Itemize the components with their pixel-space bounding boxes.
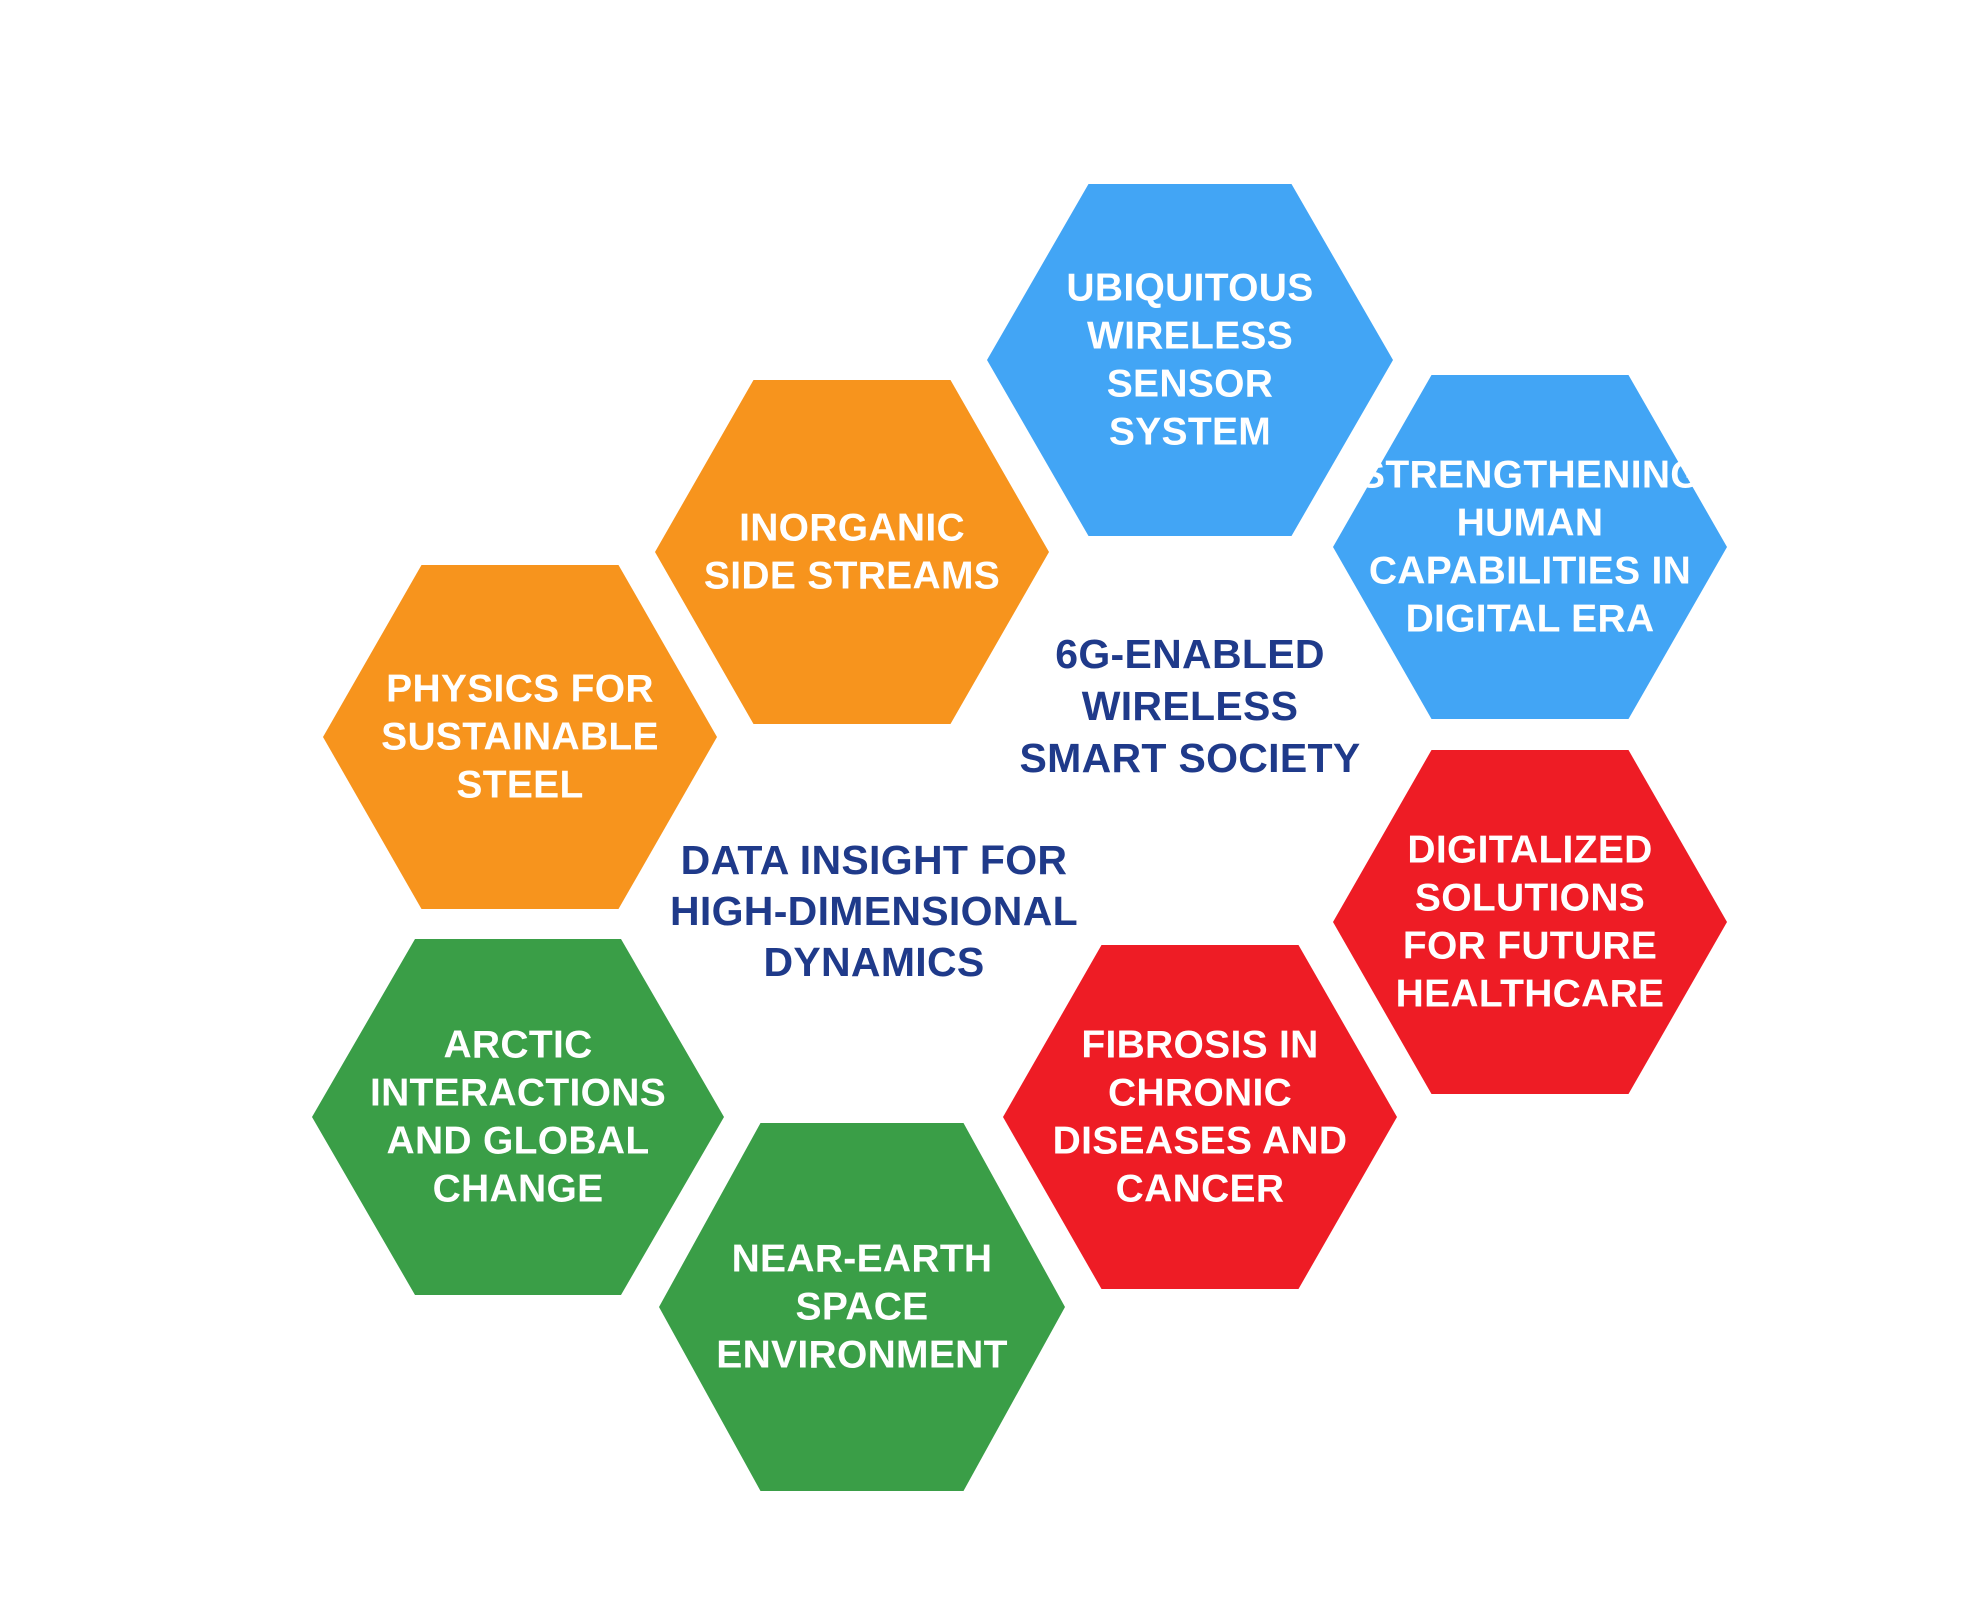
- hexagon-label-arctic-interactions-line-3: AND GLOBAL: [387, 1120, 650, 1163]
- center-label-6g-enabled-line-3: SMART SOCIETY: [1019, 735, 1360, 781]
- center-label-6g-enabled: 6G-ENABLED WIRELESS SMART SOCIETY: [1019, 631, 1360, 781]
- hexagon-label-digitalized-healthcare-line-3: FOR FUTURE: [1403, 925, 1657, 968]
- center-label-data-insight-line-3: DYNAMICS: [763, 939, 984, 985]
- hexagon-shape-arctic-interactions: [312, 939, 724, 1295]
- hexagon-label-inorganic-side-streams-line-1: INORGANIC: [739, 507, 965, 550]
- hexagon-shape-digitalized-healthcare: [1333, 750, 1727, 1094]
- hexagon-shape-inorganic-side-streams: [655, 380, 1049, 724]
- hexagon-label-ubiquitous-wireless-line-3: SENSOR: [1107, 363, 1274, 406]
- hexagon-shape-near-earth-space: [659, 1123, 1065, 1491]
- hexagon-label-digitalized-healthcare-line-1: DIGITALIZED: [1407, 829, 1652, 872]
- hexagon-label-strengthening-human-line-3: CAPABILITIES IN: [1369, 550, 1691, 593]
- hexagon-label-ubiquitous-wireless-line-2: WIRELESS: [1087, 315, 1293, 358]
- hexagon-label-strengthening-human-line-4: DIGITAL ERA: [1406, 598, 1655, 641]
- hexagon-label-strengthening-human-line-1: STRENGTHENING: [1359, 454, 1701, 497]
- hexagon-label-near-earth-space-line-1: NEAR-EARTH: [732, 1238, 993, 1281]
- hexagon-ubiquitous-wireless: UBIQUITOUS WIRELESS SENSOR SYSTEM: [987, 184, 1393, 536]
- hexagon-label-arctic-interactions-line-2: INTERACTIONS: [370, 1072, 666, 1115]
- hexagon-strengthening-human: STRENGTHENING HUMAN CAPABILITIES IN DIGITAL…: [1333, 375, 1727, 719]
- hexagon-arctic-interactions: ARCTIC INTERACTIONS AND GLOBAL CHANGE: [312, 939, 724, 1295]
- center-label-6g-enabled-line-2: WIRELESS: [1082, 683, 1299, 729]
- hexagon-digitalized-healthcare: DIGITALIZED SOLUTIONS FOR FUTURE HEALTHCARE: [1333, 750, 1727, 1094]
- hexagon-label-near-earth-space-line-3: ENVIRONMENT: [716, 1334, 1007, 1377]
- center-label-data-insight-line-2: HIGH-DIMENSIONAL: [670, 888, 1078, 934]
- hexagon-label-near-earth-space-line-2: SPACE: [796, 1286, 929, 1329]
- hexagon-label-physics-steel-line-3: STEEL: [456, 764, 583, 807]
- hexagon-label-fibrosis-cancer-line-1: FIBROSIS IN: [1081, 1024, 1318, 1067]
- hexagon-label-fibrosis-cancer-line-2: CHRONIC: [1108, 1072, 1292, 1115]
- hexagon-label-inorganic-side-streams-line-2: SIDE STREAMS: [704, 555, 1000, 598]
- hexagon-label-arctic-interactions-line-1: ARCTIC: [443, 1024, 592, 1067]
- hexagon-label-digitalized-healthcare-line-4: HEALTHCARE: [1396, 973, 1665, 1016]
- hexagon-label-fibrosis-cancer-line-4: CANCER: [1116, 1168, 1285, 1211]
- center-label-6g-enabled-line-1: 6G-ENABLED: [1055, 631, 1325, 677]
- hexagon-label-fibrosis-cancer-line-3: DISEASES AND: [1053, 1120, 1348, 1163]
- hexagon-shape-fibrosis-cancer: [1003, 945, 1397, 1289]
- hexagon-label-arctic-interactions-line-4: CHANGE: [433, 1168, 604, 1211]
- hexagon-shape-physics-steel: [323, 565, 717, 909]
- hexagon-label-ubiquitous-wireless-line-1: UBIQUITOUS: [1066, 267, 1313, 310]
- hexagon-fibrosis-cancer: FIBROSIS IN CHRONIC DISEASES AND CANCER: [1003, 945, 1397, 1289]
- hexagon-label-physics-steel-line-1: PHYSICS FOR: [386, 668, 654, 711]
- hexagon-label-physics-steel-line-2: SUSTAINABLE: [381, 716, 659, 759]
- hexagon-label-ubiquitous-wireless-line-4: SYSTEM: [1109, 411, 1271, 454]
- hexagon-physics-steel: PHYSICS FOR SUSTAINABLE STEEL: [323, 565, 717, 909]
- hexagon-label-strengthening-human-line-2: HUMAN: [1457, 502, 1604, 545]
- hexagon-label-digitalized-healthcare-line-2: SOLUTIONS: [1415, 877, 1645, 920]
- center-label-data-insight: DATA INSIGHT FOR HIGH-DIMENSIONAL DYNAMICS: [670, 837, 1078, 985]
- center-label-data-insight-line-1: DATA INSIGHT FOR: [681, 837, 1068, 883]
- hexagon-shape-strengthening-human: [1333, 375, 1727, 719]
- hexagon-near-earth-space: NEAR-EARTH SPACE ENVIRONMENT: [659, 1123, 1065, 1491]
- hexagon-shape-ubiquitous-wireless: [987, 184, 1393, 536]
- hexagon-inorganic-side-streams: INORGANIC SIDE STREAMS: [655, 380, 1049, 724]
